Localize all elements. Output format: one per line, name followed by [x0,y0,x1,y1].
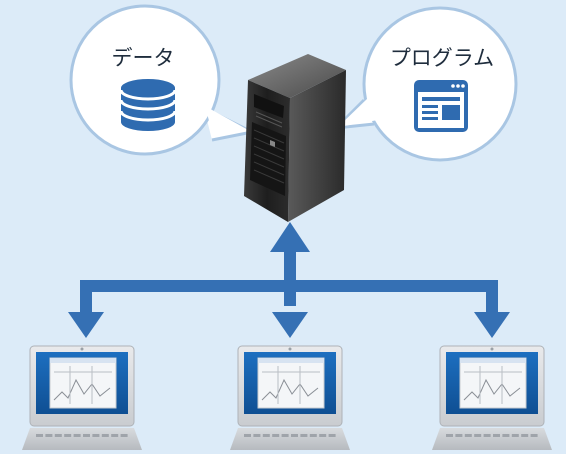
trunk-line [284,246,296,306]
laptop-icon [432,345,552,450]
arrow-down-client-2 [272,312,308,338]
arrow-down-client-3 [474,312,510,338]
drop-left [80,280,92,316]
laptop-screen [244,352,336,414]
data-bubble [69,4,254,156]
arrow-down-client-1 [68,312,104,338]
laptop-icon [230,345,350,450]
server-tower-icon [244,54,346,222]
laptop-screen [36,352,128,414]
drop-right [486,280,498,316]
program-label: プログラム [389,46,495,70]
data-label: データ [111,46,175,70]
laptop-screen [446,352,538,414]
program-window-icon [414,80,468,132]
laptops-group [22,345,552,450]
connection-arrows [68,222,510,338]
horizontal-bus [80,280,498,292]
arrow-up-to-server [270,222,310,252]
laptop-icon [22,345,142,450]
database-icon [119,79,177,131]
